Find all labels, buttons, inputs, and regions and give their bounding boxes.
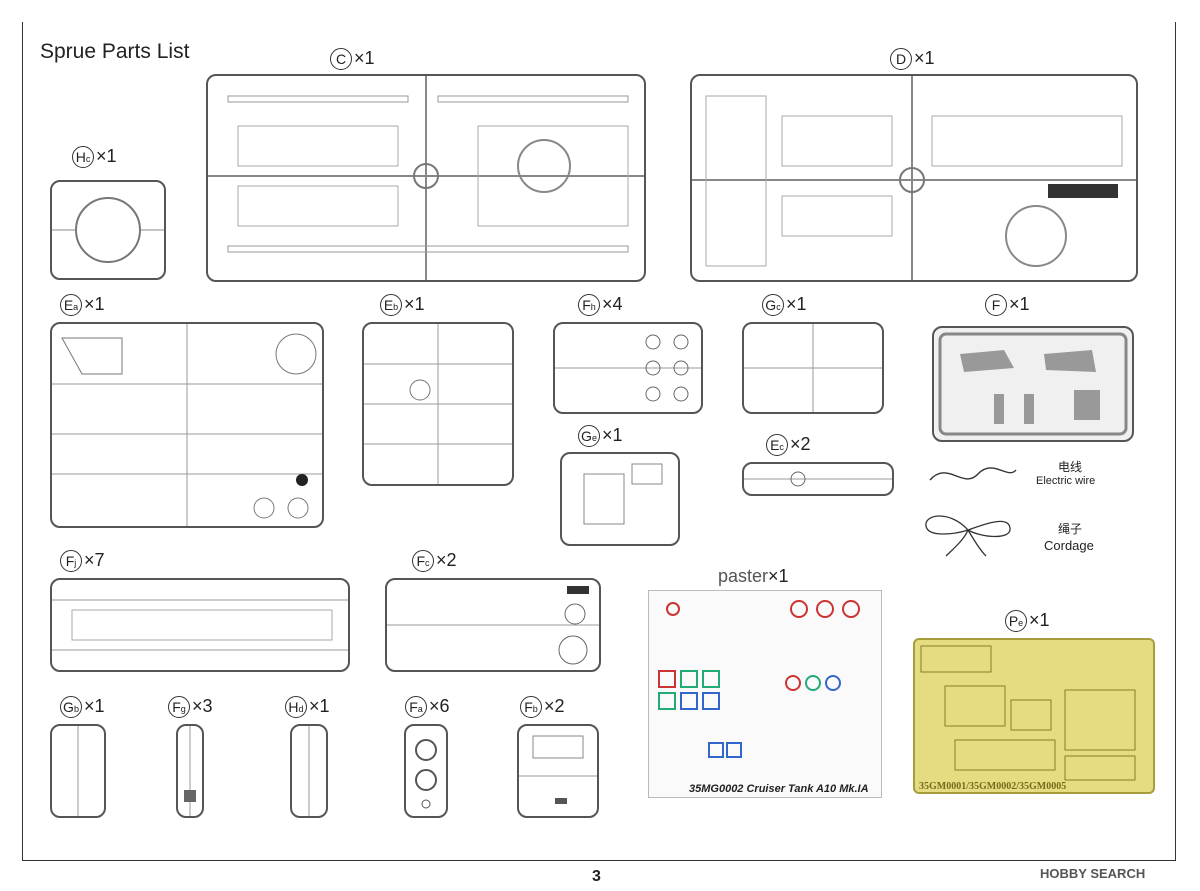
sprue-fj-drawing	[52, 599, 348, 651]
label-sprue-fb: Fb×2	[520, 696, 565, 719]
photo-etch-drawing	[920, 645, 1136, 781]
sprue-ea-drawing	[52, 324, 322, 526]
sprue-eb	[362, 322, 514, 486]
label-sprue-fj: Fj×7	[60, 550, 105, 573]
page-frame-left	[22, 22, 23, 860]
sprue-fc-drawing	[387, 586, 599, 665]
label-sprue-fa: Fa×6	[405, 696, 450, 719]
sprue-gc	[742, 322, 884, 414]
sprue-d	[690, 74, 1138, 282]
sprue-f-drawing	[938, 332, 1128, 436]
sprue-f	[932, 326, 1134, 442]
sprue-ec	[742, 462, 894, 496]
sprue-ea	[50, 322, 324, 528]
cordage-cn: 绳子	[1058, 522, 1083, 536]
sprue-fg	[176, 724, 204, 818]
label-sprue-c: C×1	[330, 48, 375, 71]
sprue-hd	[290, 724, 328, 818]
sprue-fg-drawing	[184, 726, 196, 816]
electric-wire-illustration	[929, 467, 1017, 481]
electric-wire-cn: 电线	[1058, 460, 1083, 474]
label-sprue-pe: Pe×1	[1005, 610, 1050, 633]
label-sprue-fc: Fc×2	[412, 550, 457, 573]
sprue-gb	[50, 724, 106, 818]
label-sprue-gc: Gc×1	[762, 294, 807, 317]
decal-footer: 35MG0002 Cruiser Tank A10 Mk.IA	[689, 783, 869, 795]
label-sprue-hc: Hc×1	[72, 146, 117, 169]
sprue-fa	[404, 724, 448, 818]
label-sprue-f: F×1	[985, 294, 1030, 317]
sprue-ge-drawing	[583, 463, 663, 525]
sprue-hd-drawing	[308, 726, 310, 816]
sprue-fh-drawing	[555, 334, 701, 402]
label-sprue-d: D×1	[890, 48, 935, 71]
photo-etch-footer: 35GM0001/35GM0002/35GM0005	[919, 781, 1067, 792]
photo-etch-sheet: 35GM0001/35GM0002/35GM0005	[913, 638, 1155, 794]
label-sprue-ge: Ge×1	[578, 425, 623, 448]
sprue-c	[206, 74, 646, 282]
watermark: HOBBY SEARCH	[1040, 866, 1146, 881]
sprue-ge	[560, 452, 680, 546]
electric-wire-en: Electric wire	[1036, 475, 1096, 487]
sprue-hc-drawing	[52, 197, 164, 263]
cordage-en: Cordage	[1044, 538, 1094, 553]
cordage-illustration	[925, 515, 1011, 557]
sprue-eb-drawing	[364, 324, 512, 484]
sprue-fh	[553, 322, 703, 414]
page-title: Sprue Parts List	[40, 40, 190, 63]
label-sprue-ec: Ec×2	[766, 434, 811, 457]
sprue-fb	[517, 724, 599, 818]
label-sprue-fh: Fh×4	[578, 294, 623, 317]
page-frame	[22, 22, 1176, 861]
sprue-hc	[50, 180, 166, 280]
label-sprue-fg: Fg×3	[168, 696, 213, 719]
sprue-fc	[385, 578, 601, 672]
sprue-c-drawing	[208, 76, 644, 280]
sprue-gc-drawing	[744, 324, 882, 412]
label-sprue-eb: Eb×1	[380, 294, 425, 317]
decal-sheet-drawing	[658, 600, 860, 758]
sprue-fj	[50, 578, 350, 672]
sprue-gb-drawing	[77, 726, 79, 816]
label-sprue-ea: Ea×1	[60, 294, 105, 317]
label-paster: paster×1	[718, 566, 789, 586]
label-sprue-gb: Gb×1	[60, 696, 105, 719]
page-number: 3	[592, 868, 601, 885]
sprue-ec-drawing	[744, 471, 892, 487]
sprue-d-drawing	[692, 76, 1136, 280]
sprue-fa-drawing	[415, 739, 437, 809]
label-sprue-hd: Hd×1	[285, 696, 330, 719]
sprue-fb-drawing	[519, 735, 597, 804]
decal-sheet: 35MG0002 Cruiser Tank A10 Mk.IA	[648, 590, 882, 798]
